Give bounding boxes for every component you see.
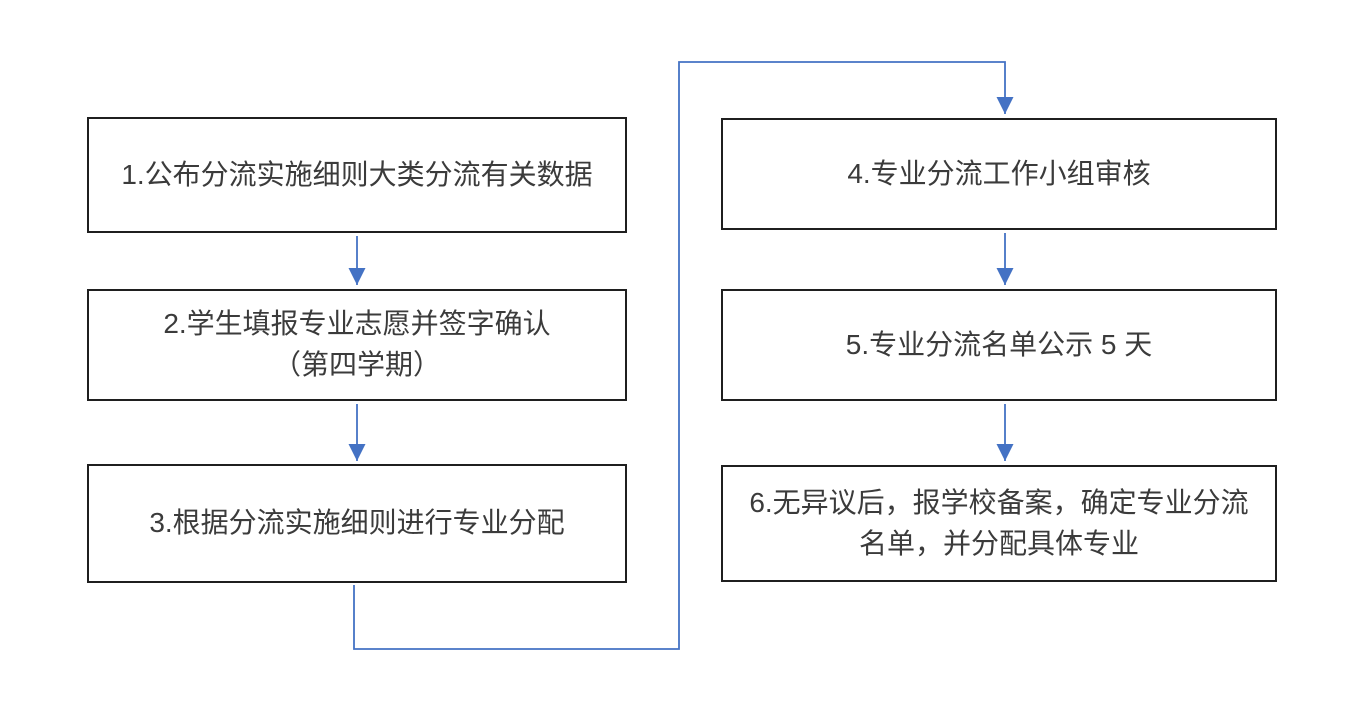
flow-step-4: 4.专业分流工作小组审核 — [721, 118, 1277, 230]
flow-step-2: 2.学生填报专业志愿并签字确认 （第四学期） — [87, 289, 627, 401]
flow-step-1: 1.公布分流实施细则大类分流有关数据 — [87, 117, 627, 233]
flow-step-5: 5.专业分流名单公示 5 天 — [721, 289, 1277, 401]
flow-step-1-label: 1.公布分流实施细则大类分流有关数据 — [121, 158, 593, 190]
flow-step-5-label: 5.专业分流名单公示 5 天 — [845, 328, 1153, 360]
flow-step-4-label: 4.专业分流工作小组审核 — [847, 157, 1151, 189]
flow-step-3: 3.根据分流实施细则进行专业分配 — [87, 464, 627, 583]
flow-step-6: 6.无异议后，报学校备案，确定专业分流 名单，并分配具体专业 — [721, 465, 1277, 582]
flow-step-2-label: 2.学生填报专业志愿并签字确认 （第四学期） — [163, 308, 551, 380]
flow-step-6-label: 6.无异议后，报学校备案，确定专业分流 名单，并分配具体专业 — [749, 486, 1249, 559]
connector-step3-to-step4 — [353, 61, 1014, 650]
flow-step-3-label: 3.根据分流实施细则进行专业分配 — [149, 507, 565, 539]
